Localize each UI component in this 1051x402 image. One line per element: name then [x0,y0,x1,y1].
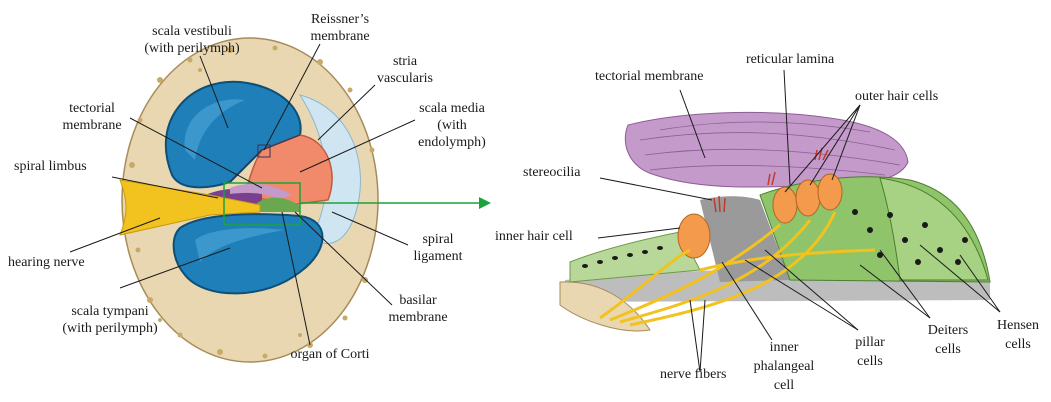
label-inner-hair-cell: inner hair cell [495,229,573,244]
outer-hair-cell-2 [796,180,820,216]
label-scala-tympani: scala tympani(with perilymph) [62,304,158,336]
organ-of-corti-detail [560,112,990,331]
label-scala-vestibuli: scala vestibuli(with perilymph) [144,24,240,56]
label-spiral-limbus: spiral limbus [14,159,87,174]
cochlea-cross-section [120,38,378,362]
label-reticular-lamina: reticular lamina [746,52,835,67]
outer-hair-cell-3 [818,174,842,210]
label-organ-of-corti: organ of Corti [290,347,369,362]
label-tectorial-membrane-right: tectorial membrane [595,69,703,84]
outer-hair-cell-1 [773,187,797,223]
inner-hair-cell-body [678,214,710,258]
label-hearing-nerve: hearing nerve [8,255,85,270]
label-stereocilia: stereocilia [523,165,581,180]
label-outer-hair-cells: outer hair cells [855,89,938,104]
label-nerve-fibers: nerve fibers [660,367,726,382]
